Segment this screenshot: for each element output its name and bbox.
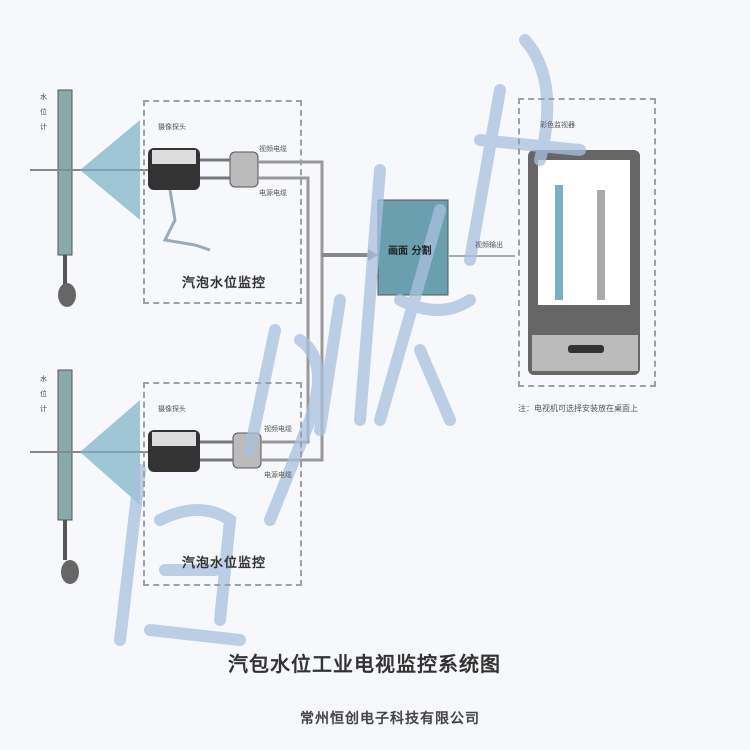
watermark xyxy=(114,34,586,646)
monitor-label: 彩色监视器 xyxy=(540,121,575,129)
splitter-label: 画面 分割 xyxy=(388,246,432,257)
light-cone xyxy=(80,120,140,220)
power-cable-label-2: 电源电缆 xyxy=(264,471,292,479)
gauge-label-2: 水位计 xyxy=(40,375,47,413)
video-output-label: 视频输出 xyxy=(475,241,503,249)
camera-label-2: 摄像探头 xyxy=(158,405,186,413)
unit-caption-1: 汽泡水位监控 xyxy=(182,276,267,291)
company-name: 常州恒创电子科技有限公司 xyxy=(300,711,480,727)
monitor-frame xyxy=(518,98,656,387)
gauge-valve xyxy=(58,283,76,307)
connector xyxy=(229,151,259,188)
unit-1-graphics xyxy=(30,89,324,307)
unit-2-frame xyxy=(143,382,302,586)
unit-caption-2: 汽泡水位监控 xyxy=(182,556,267,571)
video-cable-label-2: 视频电缆 xyxy=(264,425,292,433)
camera-label-1: 摄像探头 xyxy=(158,123,186,131)
water-gauge xyxy=(57,89,73,256)
note-text: 注：电视机可选择安装放在桌面上 xyxy=(518,404,638,413)
unit-1-frame xyxy=(143,100,302,304)
video-cable-label-1: 视频电缆 xyxy=(259,145,287,153)
diagram-title: 汽包水位工业电视监控系统图 xyxy=(228,652,501,676)
gauge-label-1: 水位计 xyxy=(40,93,47,131)
power-cable-label-1: 电源电缆 xyxy=(259,189,287,197)
